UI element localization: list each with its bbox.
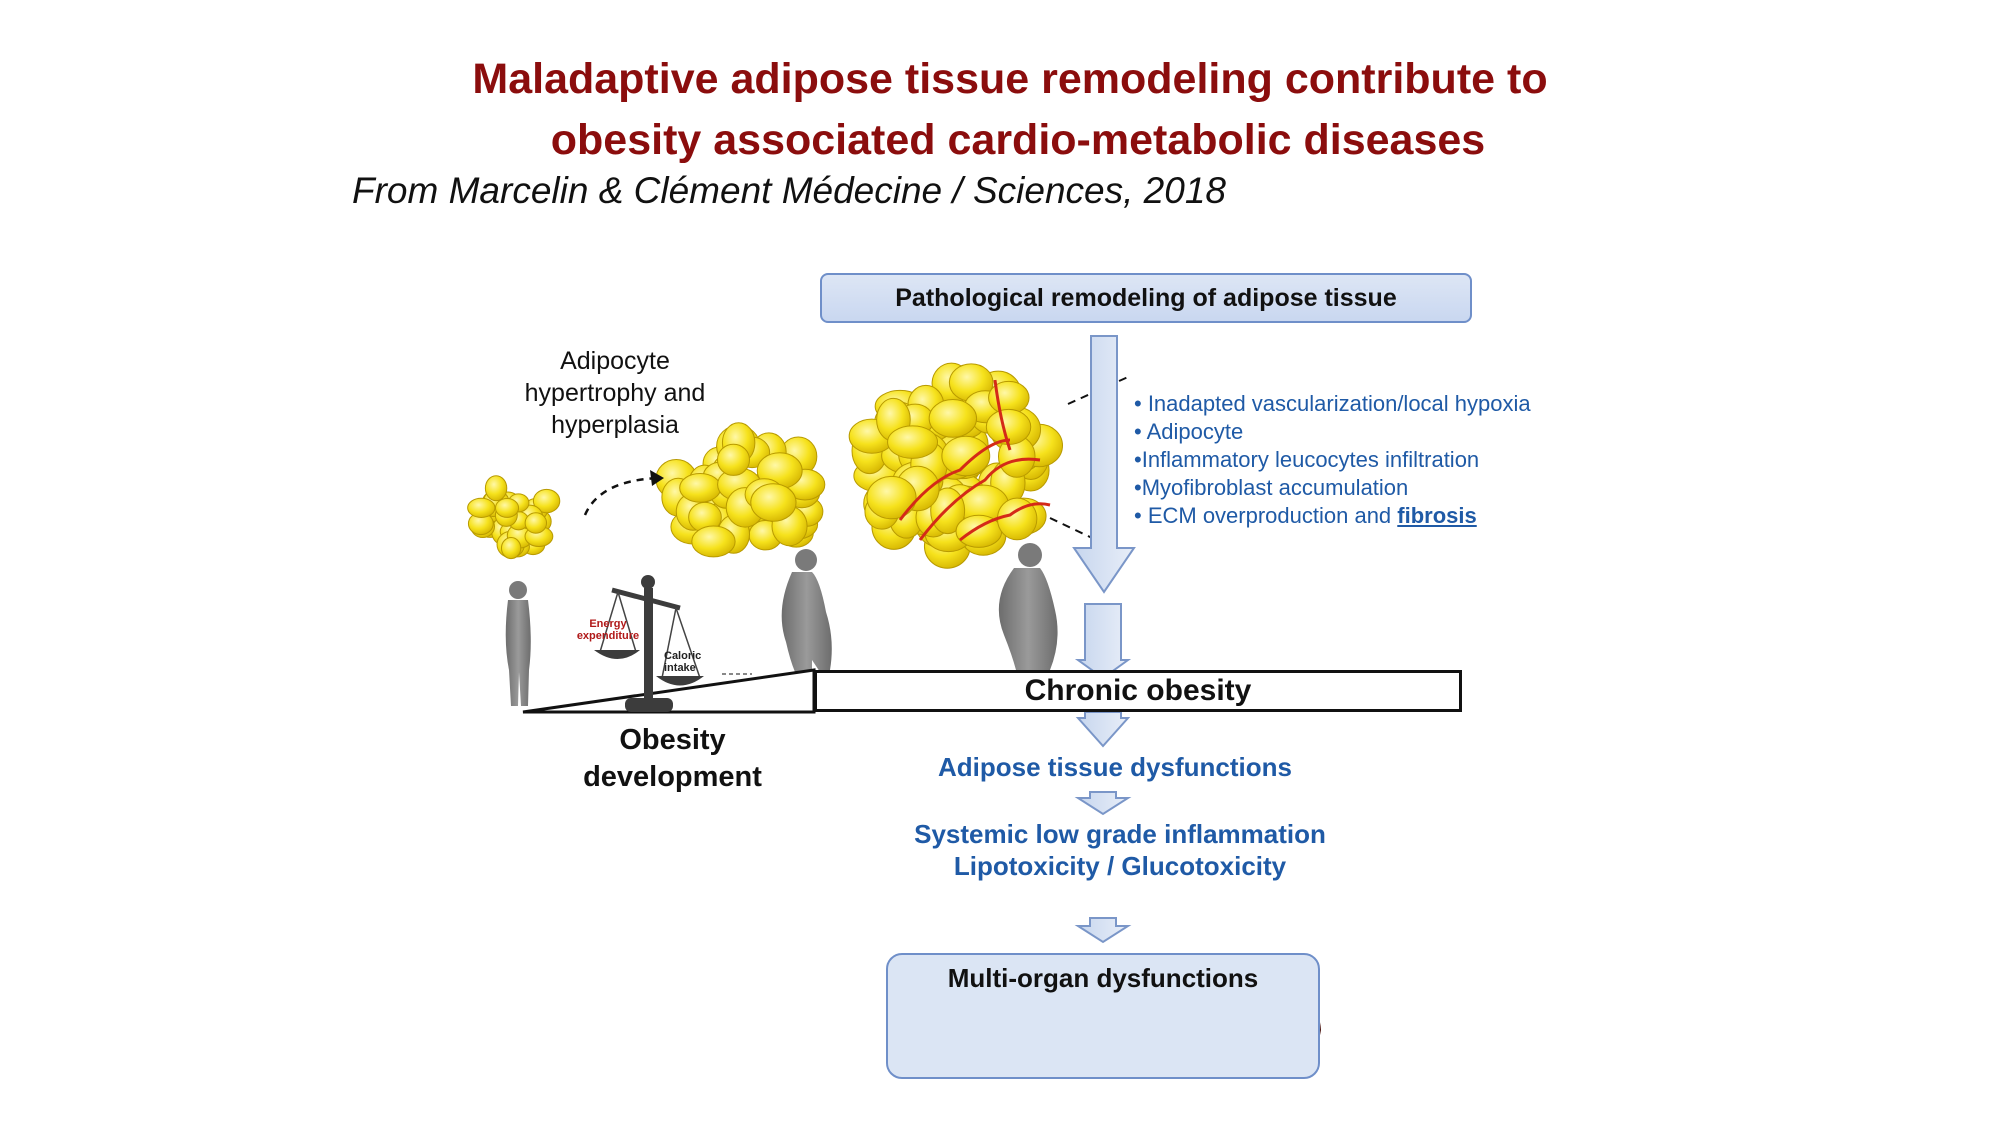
- medium-fat-cluster-icon: [655, 422, 826, 558]
- title-line-2: obesity associated cardio-metabolic dise…: [550, 116, 1486, 164]
- energy-expenditure-label: Energy expenditure: [576, 618, 640, 642]
- adipocyte-cell: [750, 483, 797, 522]
- bullet-item-ecm: • ECM overproduction and fibrosis: [1134, 502, 1531, 530]
- adipocyte-cell: [691, 525, 736, 558]
- adipocyte-cell: [866, 475, 917, 520]
- pathological-remodeling-box: Pathological remodeling of adipose tissu…: [820, 273, 1472, 323]
- small-down-arrow-1: [1074, 791, 1132, 816]
- bullet-item: • Inadapted vascularization/local hypoxi…: [1134, 391, 1531, 416]
- systemic-line-2: Lipotoxicity / Glucotoxicity: [953, 851, 1287, 881]
- growth-arrowhead: [650, 470, 664, 486]
- fibrosis-link[interactable]: fibrosis: [1397, 503, 1477, 528]
- adipocyte-cell: [928, 399, 978, 438]
- obesity-development-label: Obesity development: [560, 722, 785, 796]
- bullet-item: • Adipocyte: [1134, 419, 1244, 444]
- adipocyte-label-line-3: hyperplasia: [551, 411, 679, 439]
- adipocyte-label-line-1: Adipocyte: [560, 347, 670, 375]
- obesity-development-line-1: Obesity: [619, 724, 726, 756]
- bullet-item: •Myofibroblast accumulation: [1134, 475, 1409, 500]
- adipocyte-cell: [679, 472, 722, 503]
- adipocyte-cell: [500, 537, 522, 560]
- obesity-development-line-2: development: [583, 761, 762, 793]
- caloric-intake-label: Caloric intake: [664, 650, 702, 674]
- systemic-label: Systemic low grade inflammation Lipotoxi…: [860, 818, 1380, 882]
- chronic-down-arrow: [1074, 603, 1132, 748]
- adipocyte-cell: [941, 435, 991, 477]
- adipocyte-label-line-2: hypertrophy and: [524, 379, 706, 407]
- blood-vessel: [918, 457, 1041, 541]
- thin-person-icon: [505, 581, 531, 706]
- multi-organ-box: Multi-organ dysfunctions: [886, 953, 1320, 1079]
- adipocyte-cell: [532, 488, 561, 514]
- adipocyte-label: Adipocyte hypertrophy and hyperplasia: [505, 345, 725, 441]
- blood-vessel: [898, 438, 1011, 521]
- multi-organ-title: Multi-organ dysfunctions: [947, 963, 1259, 993]
- main-down-arrow: [1072, 335, 1136, 594]
- title-line-1: Maladaptive adipose tissue remodeling co…: [472, 55, 1548, 103]
- adipose-dysfunctions-label: Adipose tissue dysfunctions: [938, 752, 1292, 782]
- chronic-obesity-box: Chronic obesity: [814, 670, 1462, 712]
- adipocyte-cell: [495, 498, 520, 518]
- citation: From Marcelin & Clément Médecine / Scien…: [352, 170, 1226, 211]
- adipocyte-cell: [887, 425, 939, 459]
- blood-vessel: [993, 379, 1012, 451]
- overweight-person-icon: [781, 549, 832, 672]
- blood-vessel: [959, 502, 1051, 542]
- adipocyte-cell: [716, 443, 751, 476]
- adipocyte-cell: [524, 512, 548, 534]
- adipocyte-cell: [467, 497, 496, 518]
- small-down-arrow-2: [1074, 917, 1132, 944]
- bullet-item: •Inflammatory leucocytes infiltration: [1134, 447, 1480, 472]
- adipocyte-cell: [484, 475, 508, 502]
- balance-scale-icon: [594, 575, 704, 712]
- small-fat-cluster-icon: [467, 475, 561, 560]
- remodeling-bullet-list: • Inadapted vascularization/local hypoxi…: [1134, 390, 1531, 530]
- systemic-line-1: Systemic low grade inflammation: [914, 819, 1326, 849]
- bullet-ecm-prefix: • ECM overproduction and: [1134, 503, 1398, 528]
- large-fat-cluster-icon: [848, 362, 1064, 569]
- obese-person-icon: [998, 543, 1058, 670]
- growth-dashed-arrow: [583, 476, 661, 516]
